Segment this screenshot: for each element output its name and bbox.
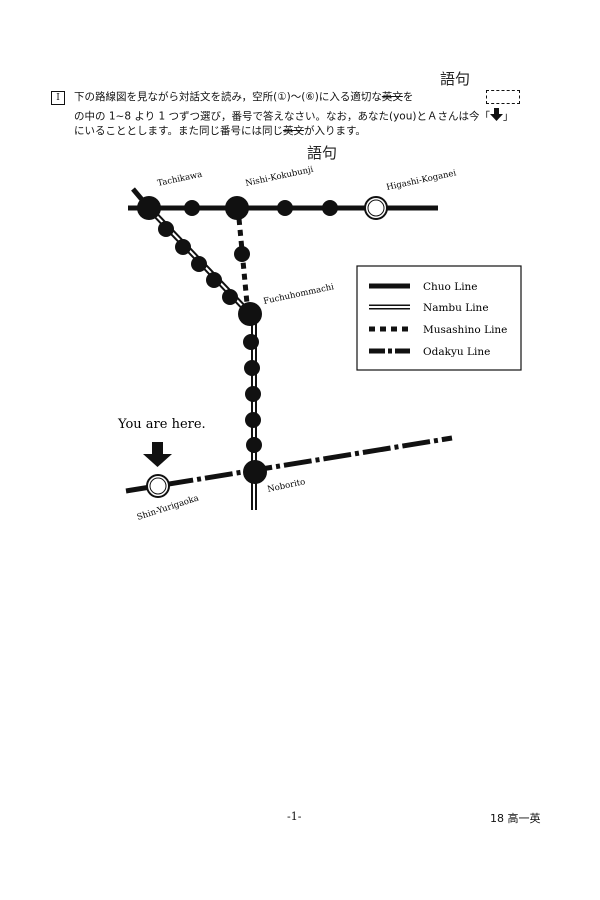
instruction-line-1: 下の路線図を見ながら対話文を読み，空所(①)～(⑥)に入る適切な英文を bbox=[74, 91, 413, 104]
handwritten-correction-bottom: 語句 bbox=[307, 144, 338, 162]
instr-text: にいることとします。また同じ番号には同じ bbox=[74, 125, 283, 137]
station-dot bbox=[206, 272, 222, 288]
instr-text: 」 bbox=[502, 110, 514, 123]
station-tachikawa-dot bbox=[137, 196, 161, 220]
instr-text: を bbox=[402, 91, 414, 103]
instr-text: )～( bbox=[286, 91, 306, 103]
legend-label: Chuo Line bbox=[423, 281, 478, 293]
station-dot bbox=[191, 256, 207, 272]
station-dot bbox=[158, 221, 174, 237]
instr-text: の中の 1~8 より 1 つずつ選び，番号で答えなさい。なお，あなた(you)と… bbox=[74, 110, 490, 123]
legend-label: Nambu Line bbox=[423, 302, 489, 314]
station-dot bbox=[244, 360, 260, 376]
label-fuchuhommachi: Fuchuhommachi bbox=[263, 282, 336, 307]
instr-text: が入ります。 bbox=[303, 125, 366, 137]
answer-blank-box bbox=[486, 90, 520, 104]
instr-text: 下の路線図を見ながら対話文を読み，空所( bbox=[74, 91, 278, 103]
station-dot bbox=[277, 200, 293, 216]
you-are-here-label: You are here. bbox=[117, 417, 206, 432]
instruction-line-2: の中の 1~8 より 1 つずつ選び，番号で答えなさい。なお，あなた(you)と… bbox=[74, 108, 513, 125]
odakyu-line bbox=[125, 435, 453, 494]
instruction-line-3: にいることとします。また同じ番号には同じ英文が入ります。 bbox=[74, 125, 366, 138]
legend-label: Odakyu Line bbox=[423, 346, 490, 358]
down-arrow-icon bbox=[143, 442, 172, 467]
label-tachikawa: Tachikawa bbox=[157, 170, 204, 189]
legend-label: Musashino Line bbox=[423, 324, 507, 336]
question-number-box: I bbox=[51, 91, 65, 105]
label-higashi-koganei: Higashi-Koganei bbox=[386, 168, 458, 193]
struck-word: 英文 bbox=[381, 91, 403, 103]
handwritten-correction-top: 語句 bbox=[440, 70, 471, 88]
instr-text: ⑥ bbox=[305, 91, 315, 103]
station-dot bbox=[234, 246, 250, 262]
station-fuchuhommachi-dot bbox=[238, 302, 262, 326]
station-dot bbox=[245, 412, 261, 428]
station-dot bbox=[175, 239, 191, 255]
struck-word: 英文 bbox=[282, 125, 304, 137]
station-nishi-kokubunji-dot bbox=[225, 196, 249, 220]
down-arrow-icon bbox=[489, 108, 503, 125]
instr-text: )に入る適切な bbox=[314, 91, 382, 103]
legend: Chuo Line Nambu Line Musashino Line Odak… bbox=[356, 265, 522, 371]
label-noborito: Noborito bbox=[267, 477, 307, 495]
label-nishi-kokubunji: Nishi-Kokubunji bbox=[245, 165, 315, 189]
station-dot bbox=[184, 200, 200, 216]
station-dot bbox=[222, 289, 238, 305]
station-dot bbox=[322, 200, 338, 216]
page-number: -1- bbox=[287, 810, 302, 823]
label-shin-yurigaoka: Shin-Yurigaoka bbox=[136, 493, 200, 522]
station-dot bbox=[243, 334, 259, 350]
musashino-line bbox=[235, 207, 251, 315]
station-dot bbox=[245, 386, 261, 402]
station-noborito-dot bbox=[243, 460, 267, 484]
station-dot bbox=[246, 437, 262, 453]
exam-code: 18 高一英 bbox=[490, 812, 541, 825]
instr-text: ① bbox=[277, 91, 287, 103]
